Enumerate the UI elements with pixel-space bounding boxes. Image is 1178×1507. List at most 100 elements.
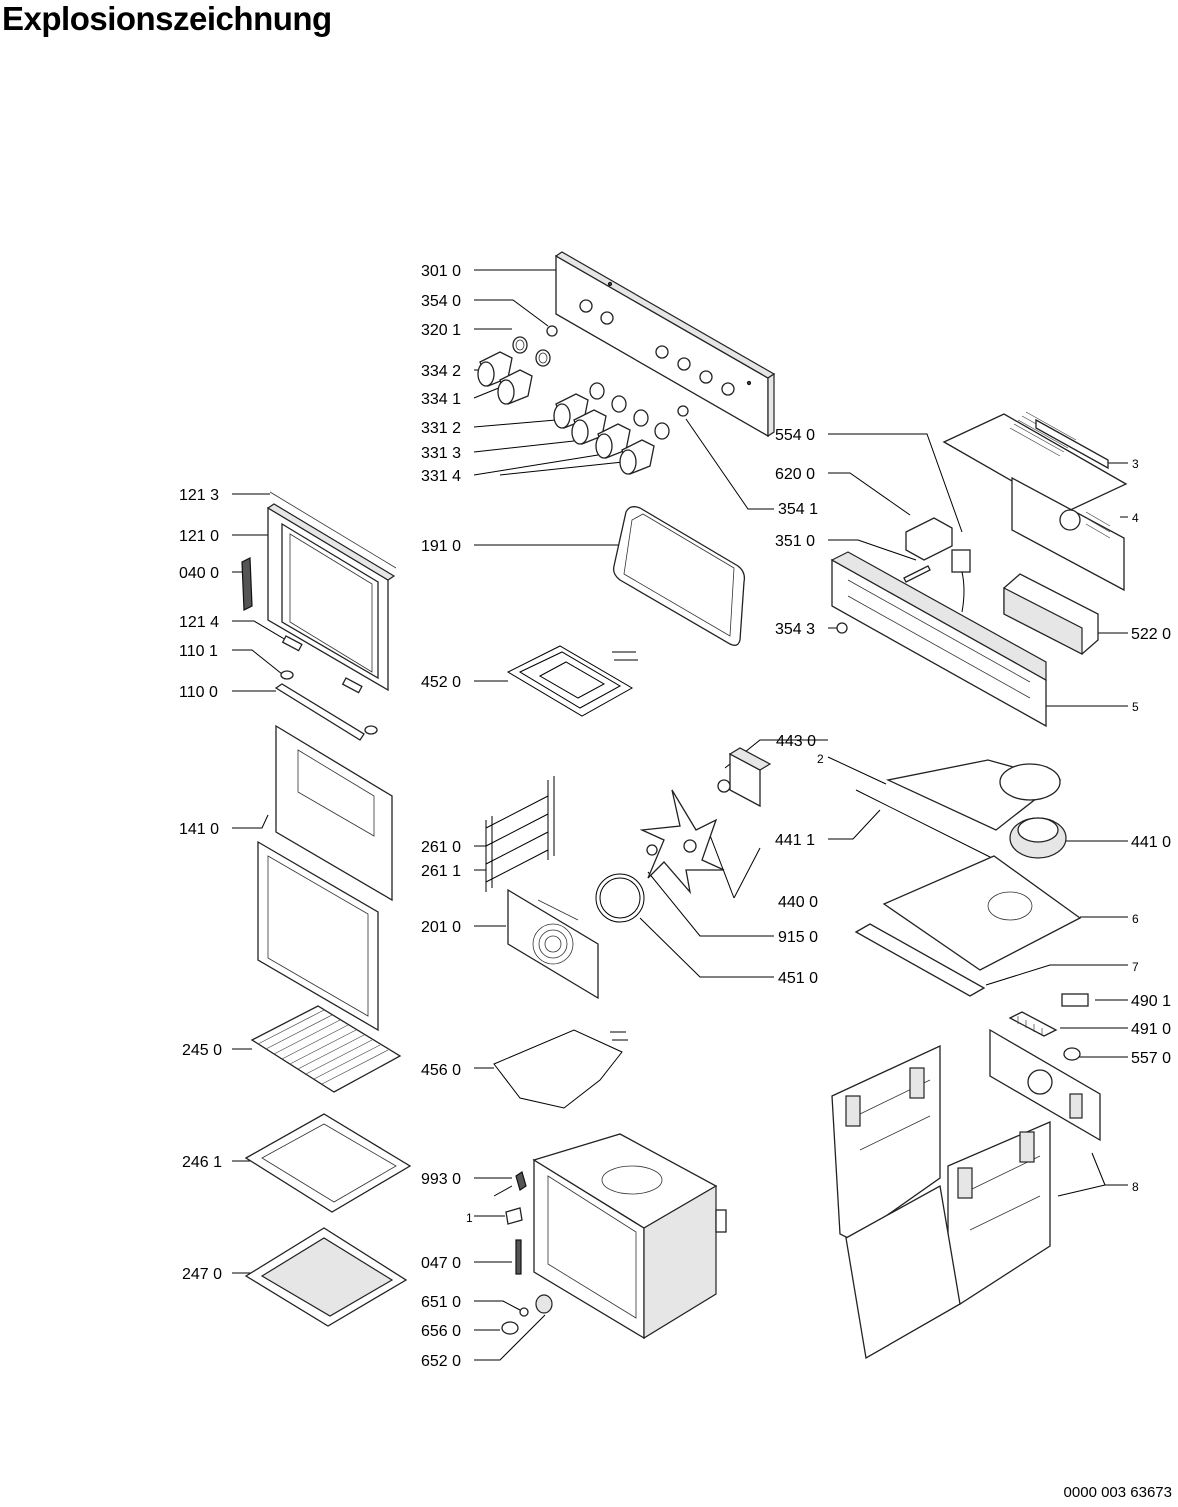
- cooling-plate-2: [885, 759, 1062, 831]
- ring-heater: [595, 873, 645, 923]
- housing-side-panels: [831, 1044, 1051, 1360]
- label-121-0: 121 0: [179, 528, 219, 545]
- label-522-0: 522 0: [1131, 626, 1171, 643]
- label-440-0: 440 0: [778, 894, 818, 911]
- label-354-1: 354 1: [778, 501, 818, 518]
- control-panel: [554, 251, 776, 438]
- label-491-0: 491 0: [1131, 1021, 1171, 1038]
- deep-pan: [244, 1227, 408, 1327]
- label-490-1: 490 1: [1131, 993, 1171, 1010]
- outer-door-glass: [257, 724, 393, 1032]
- label-354-3: 354 3: [775, 621, 815, 638]
- label-110-0: 110 0: [179, 684, 218, 701]
- lamp-socket-651-0: [519, 1307, 529, 1317]
- bottom-heater-element: [493, 1029, 623, 1109]
- label-2: 2: [817, 752, 824, 766]
- label-8: 8: [1132, 1180, 1139, 1194]
- label-121-4: 121 4: [179, 614, 219, 631]
- handle-clip-110-1b: [364, 725, 378, 735]
- bracket-121-4: [281, 635, 303, 652]
- housing-back-panel: [989, 1028, 1101, 1142]
- selector-switch-620-0: [905, 517, 953, 561]
- label-334-1: 334 1: [421, 391, 461, 408]
- indicator-354-3: [836, 622, 848, 634]
- label-320-1: 320 1: [421, 322, 461, 339]
- label-301-0: 301 0: [421, 263, 461, 280]
- label-6: 6: [1132, 912, 1139, 926]
- label-4: 4: [1132, 511, 1139, 525]
- label-915-0: 915 0: [778, 929, 818, 946]
- label-246-1: 246 1: [182, 1154, 222, 1171]
- part-labels: 301 0 354 0 320 1 334 2 334 1 331 2 331 …: [179, 263, 1171, 1370]
- leader-lines: [232, 269, 1128, 1361]
- top-cover-assembly: [942, 411, 1128, 592]
- part-557-0: [1063, 1047, 1081, 1061]
- lamp-656-0: [501, 1321, 519, 1335]
- front-frame: [830, 551, 1047, 728]
- label-620-0: 620 0: [775, 466, 815, 483]
- label-331-2: 331 2: [421, 420, 461, 437]
- label-5: 5: [1132, 700, 1139, 714]
- label-261-1: 261 1: [421, 863, 461, 880]
- fan-cover: [507, 888, 599, 1000]
- label-247-0: 247 0: [182, 1266, 222, 1283]
- label-110-1: 110 1: [179, 643, 218, 660]
- label-354-0: 354 0: [421, 293, 461, 310]
- document-number: 0000 003 63673: [1063, 1484, 1172, 1501]
- label-443-0: 443 0: [776, 733, 816, 750]
- part-490-1: [1061, 993, 1089, 1007]
- label-334-2: 334 2: [421, 363, 461, 380]
- handle-clip-110-1: [280, 670, 294, 680]
- label-656-0: 656 0: [421, 1323, 461, 1340]
- fan-motor: [717, 747, 772, 808]
- wire-rack: [250, 1005, 402, 1093]
- label-441-0: 441 0: [1131, 834, 1171, 851]
- terminal-block-491-0: [1008, 1011, 1058, 1037]
- label-456-0: 456 0: [421, 1062, 461, 1079]
- relay-block-522-0: [1003, 573, 1099, 655]
- page-title: Explosionszeichnung: [2, 0, 332, 37]
- baking-tray: [244, 1113, 412, 1213]
- door-handle: [274, 683, 365, 741]
- label-245-0: 245 0: [182, 1042, 222, 1059]
- latch-047-0: [515, 1239, 522, 1275]
- rod-441-1: [855, 789, 993, 859]
- screw-shaft: [493, 1185, 513, 1197]
- door-inner-frame: [266, 491, 397, 692]
- control-knobs: [477, 336, 670, 475]
- top-plate-6: [882, 855, 1082, 971]
- shelf-supports: [485, 776, 555, 892]
- lamp-cover-652-0: [535, 1294, 553, 1314]
- bracket-121-4b: [341, 677, 363, 694]
- oven-cavity: [532, 1133, 727, 1340]
- door-hinge: [241, 557, 253, 611]
- clip-1: [505, 1207, 523, 1225]
- thermostat-554-0: [951, 549, 971, 573]
- strip-7: [854, 923, 986, 997]
- indicator-lamp-354-0: [546, 325, 558, 337]
- cooling-fan-441-0: [1009, 817, 1067, 859]
- label-351-0: 351 0: [775, 533, 815, 550]
- label-651-0: 651 0: [421, 1294, 461, 1311]
- label-441-1: 441 1: [775, 832, 815, 849]
- label-7: 7: [1132, 960, 1139, 974]
- top-heater-element: [506, 645, 638, 717]
- label-452-0: 452 0: [421, 674, 461, 691]
- label-331-3: 331 3: [421, 445, 461, 462]
- label-993-0: 993 0: [421, 1171, 461, 1188]
- label-331-4: 331 4: [421, 468, 461, 485]
- convection-fan: [639, 789, 725, 895]
- label-040-0: 040 0: [179, 565, 219, 582]
- label-261-0: 261 0: [421, 839, 461, 856]
- label-1: 1: [466, 1211, 473, 1225]
- label-121-3: 121 3: [179, 487, 219, 504]
- indicator-lamp-354-1: [677, 405, 689, 417]
- label-047-0: 047 0: [421, 1255, 461, 1272]
- label-554-0: 554 0: [775, 427, 815, 444]
- screw-993-0: [515, 1171, 527, 1191]
- fan-nut-915-0: [646, 844, 658, 856]
- label-652-0: 652 0: [421, 1353, 461, 1370]
- label-3: 3: [1132, 457, 1139, 471]
- label-451-0: 451 0: [778, 970, 818, 987]
